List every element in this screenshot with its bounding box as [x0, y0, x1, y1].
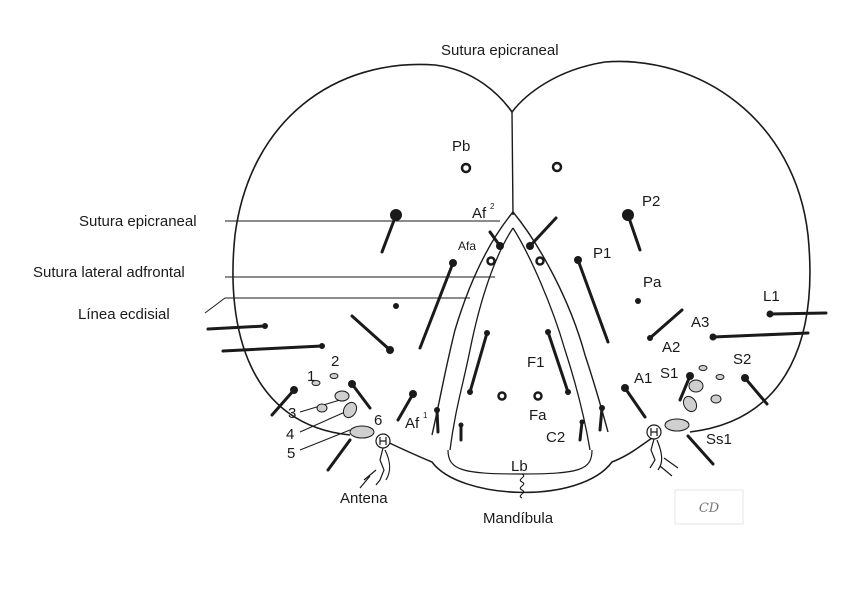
label-sutura-lateral-adfrontal: Sutura lateral adfrontal	[33, 264, 185, 281]
label-lb: Lb	[511, 458, 528, 475]
label-af2: Af	[472, 205, 487, 222]
label-a3: A3	[691, 314, 709, 331]
label-s2: S2	[733, 351, 751, 368]
head-capsule-outline	[232, 60, 811, 436]
setae-bases	[262, 209, 774, 428]
label-num-6: 6	[374, 412, 382, 429]
label-af2-sup: 2	[490, 202, 495, 211]
label-sutura-epicraneal-top: Sutura epicraneal	[441, 42, 559, 59]
stemmata-right	[664, 365, 725, 432]
antenna-left	[359, 433, 391, 489]
label-mandibula: Mandíbula	[483, 510, 554, 527]
label-linea-ecdisial: Línea ecdisial	[78, 306, 170, 323]
stemmata-left	[311, 373, 375, 439]
label-l1: L1	[763, 288, 780, 305]
leader-linea-ecdisial	[204, 297, 470, 314]
signature-text: CD	[699, 501, 720, 516]
frons-inner	[449, 227, 591, 451]
label-p2: P2	[642, 193, 660, 210]
label-a1: A1	[634, 370, 652, 387]
setae-left	[206, 213, 502, 472]
label-num-3: 3	[288, 405, 296, 422]
label-ss1: Ss1	[706, 431, 732, 448]
label-af1: Af	[405, 415, 420, 432]
antenna-right	[646, 424, 679, 477]
label-antena: Antena	[340, 490, 388, 507]
setae-right	[459, 213, 828, 466]
label-af1-sup: 1	[423, 411, 428, 420]
label-sutura-epicraneal-left: Sutura epicraneal	[79, 213, 197, 230]
epicranial-suture-line	[511, 111, 514, 216]
pores	[460, 161, 563, 401]
label-f1: F1	[527, 354, 545, 371]
label-fa: Fa	[529, 407, 547, 424]
label-num-4: 4	[286, 426, 294, 443]
labrum-outline	[447, 449, 593, 475]
label-a2: A2	[662, 339, 680, 356]
label-num-1: 1	[307, 368, 315, 385]
label-pa: Pa	[643, 274, 662, 291]
label-s1: S1	[660, 365, 678, 382]
label-c2: C2	[546, 429, 565, 446]
label-p1: P1	[593, 245, 611, 262]
mandible-squiggle	[519, 473, 525, 499]
label-pb: Pb	[452, 138, 470, 155]
label-num-5: 5	[287, 445, 295, 462]
label-num-2: 2	[331, 353, 339, 370]
signature-box	[674, 489, 744, 525]
clypeus-outline	[382, 435, 656, 494]
label-afa: Afa	[458, 239, 476, 253]
